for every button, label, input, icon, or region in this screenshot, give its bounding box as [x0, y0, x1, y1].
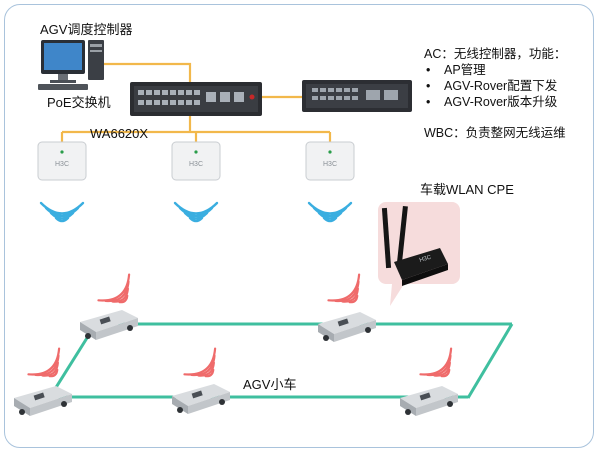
wbc-description: WBC：负责整网无线运维 [424, 126, 566, 140]
access-point-2 [171, 141, 221, 181]
cpe-callout [378, 202, 460, 306]
agv-label: AGV小车 [243, 377, 297, 392]
ac-function-list: AP管理 AGV-Rover配置下发 AGV-Rover版本升级 [424, 62, 566, 110]
controller-pc-icon [38, 40, 104, 90]
ap-model-label: WA6620X [90, 126, 149, 141]
agv-track [48, 322, 514, 399]
track-left [48, 329, 94, 398]
ap2-brand: H3C [189, 161, 203, 168]
ac-title: AC：无线控制器，功能： [424, 47, 567, 61]
access-point-1 [37, 141, 87, 181]
poe-switch-label: PoE交换机 [47, 95, 111, 110]
uplink-cables [60, 62, 332, 142]
cpe-brand: H3C [419, 254, 433, 263]
wifi-signal-icon [39, 201, 353, 223]
controller-label: AGV调度控制器 [40, 22, 133, 37]
ac-function-item: AGV-Rover配置下发 [424, 78, 566, 94]
agv-signal-icon [27, 273, 453, 378]
track-right [466, 323, 514, 399]
cpe-device-icon [381, 205, 448, 286]
diagram-frame [4, 4, 594, 448]
cpe-label: 车载WLAN CPE [420, 182, 514, 197]
access-point-3 [305, 141, 355, 181]
agv-vehicle-icon [14, 310, 458, 416]
ac-description: AC：无线控制器，功能： AP管理 AGV-Rover配置下发 AGV-Rove… [424, 46, 566, 110]
ac-function-item: AP管理 [424, 62, 566, 78]
ac-function-item: AGV-Rover版本升级 [424, 94, 566, 110]
cable-controller-switch [104, 62, 192, 84]
ap3-brand: H3C [323, 161, 337, 168]
ap1-brand: H3C [55, 161, 69, 168]
poe-switch-icon [130, 82, 262, 116]
ac-controller-icon [302, 80, 412, 112]
